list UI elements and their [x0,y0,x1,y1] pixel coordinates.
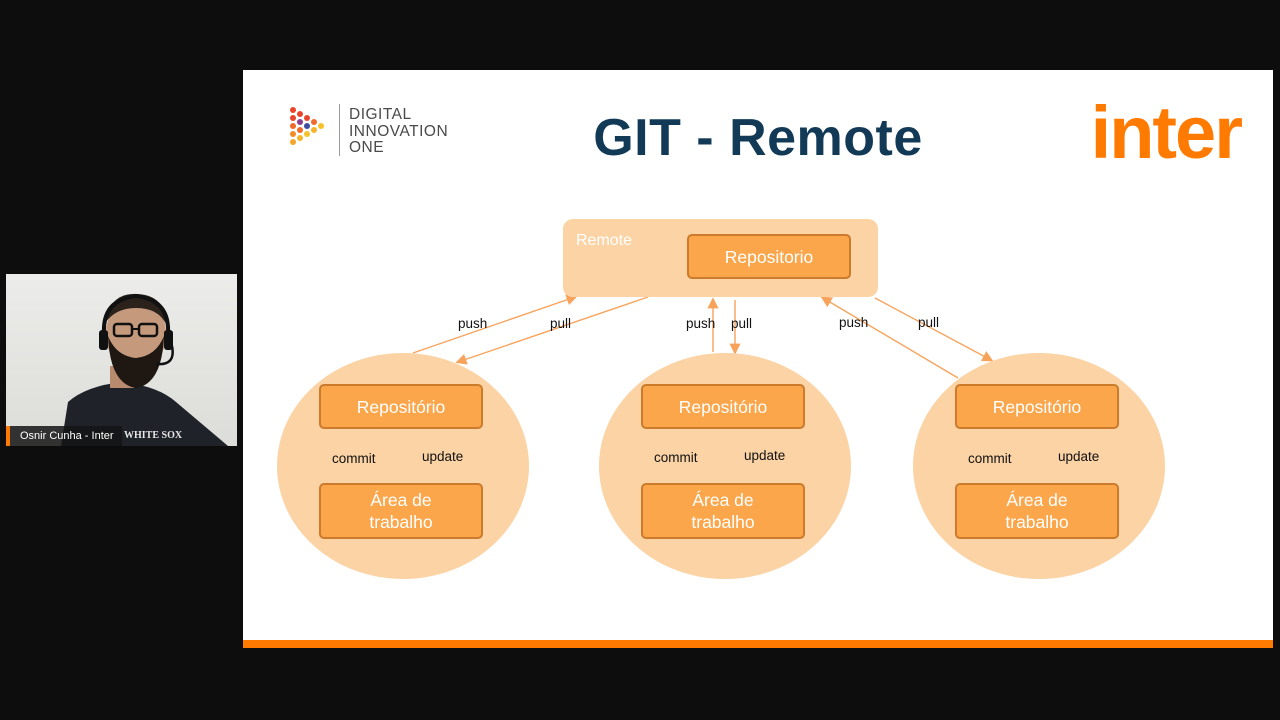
update-label: update [744,448,786,463]
remote-label: Remote [576,232,633,249]
update-label: update [1058,449,1100,464]
slide-accent-bar [243,640,1273,648]
presenter-name: Osnir Cunha - Inter [6,426,122,446]
local-client-2: Repositório commit update Área de trabal… [599,353,851,579]
local-client-1: Repositório commit update Área de trabal… [277,353,529,579]
presenter-video[interactable]: Osnir Cunha - Inter WHITE SOX [6,274,237,446]
working-area: Área de trabalho [641,483,805,539]
logo-divider [339,104,340,156]
push-label-2: push [686,316,716,331]
shirt-logo: WHITE SOX [124,430,183,441]
inter-logo: inter [1090,91,1243,174]
remote-server: Remote Repositorio [563,219,878,297]
remote-repository: Repositorio [687,234,851,279]
commit-label: commit [968,451,1012,466]
local-repository: Repositório [641,384,805,429]
local-client-3: Repositório commit update Área de trabal… [913,353,1165,579]
local-repository: Repositório [955,384,1119,429]
push-label-1: push [458,316,488,331]
local-repository: Repositório [319,384,483,429]
pull-label-3: pull [918,315,940,330]
slide-title: GIT - Remote [593,109,923,167]
logo-line-1: DIGITAL [349,106,412,123]
presentation-slide: DIGITAL INNOVATION ONE GIT - Remote inte… [243,70,1273,648]
working-area: Área de trabalho [319,483,483,539]
logo-line-3: ONE [349,139,385,156]
working-area: Área de trabalho [955,483,1119,539]
commit-label: commit [332,451,376,466]
digital-innovation-one-logo-text: DIGITAL INNOVATION ONE [349,106,449,157]
pull-label-1: pull [550,316,572,331]
logo-line-2: INNOVATION [349,122,449,140]
push-label-3: push [839,315,869,330]
digital-innovation-one-logo-icon [290,107,324,145]
presenter-figure [61,293,228,446]
update-label: update [422,449,464,464]
commit-label: commit [654,450,698,465]
pull-label-2: pull [731,316,753,331]
